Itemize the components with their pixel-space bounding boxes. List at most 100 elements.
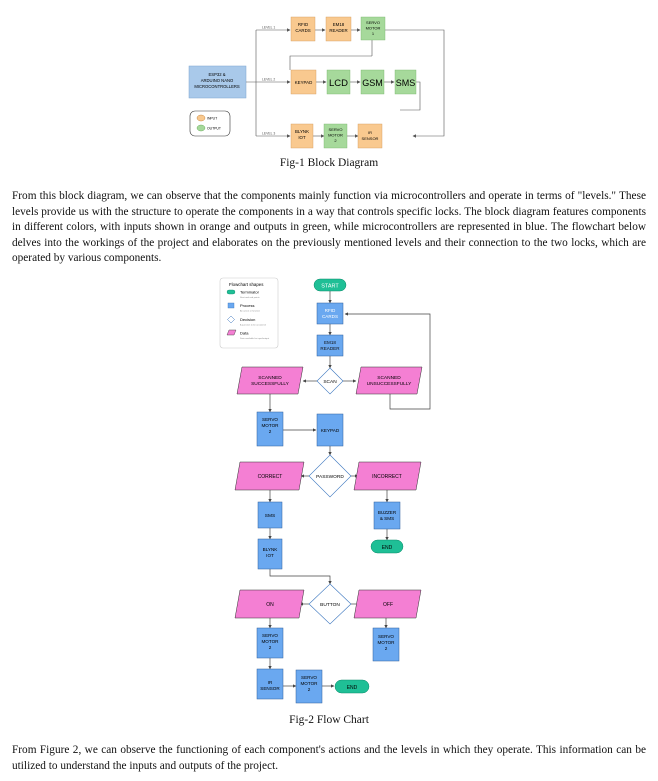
incorrect-data <box>353 461 422 491</box>
fig2-legend-title: Flowchart shapes <box>229 282 264 287</box>
legend-output-label: OUTPUT <box>207 127 221 131</box>
em18-reader-process <box>316 334 344 357</box>
rfid-cards-line-1: RFID <box>298 22 308 27</box>
lcd-label: LCD <box>329 78 348 89</box>
sms-process <box>257 501 283 529</box>
level-1-label: LEVEL 1 <box>262 26 275 30</box>
scan-decision <box>316 367 344 395</box>
legend-process-desc: An action or function <box>240 310 261 313</box>
incorrect-label: INCORRECT <box>372 474 402 480</box>
lcd-block <box>326 69 351 95</box>
scanned-successfully-data <box>236 366 304 395</box>
em18-reader-process-line-2: READER <box>320 346 340 351</box>
servo-motor-2-b-line-3: 2 <box>269 645 272 650</box>
microcontroller-line-1: ESP32 & <box>209 72 226 77</box>
sms-block <box>394 69 417 95</box>
servo-motor-2-d-line-2: MOTOR <box>300 681 318 686</box>
button-decision <box>308 583 352 625</box>
servo-motor-1-line-1: SERVO <box>366 20 380 25</box>
end-terminator-2 <box>334 679 370 694</box>
ir-sensor-block <box>357 123 383 149</box>
on-data <box>234 589 305 619</box>
servo-motor-2-c-line-2: MOTOR <box>377 640 395 645</box>
ir-sensor-process <box>256 668 284 700</box>
start-terminator <box>313 278 347 292</box>
ir-sensor-process-line-1: IR <box>268 680 273 685</box>
ir-sensor-line-2: SENSOR <box>362 136 379 141</box>
servo-motor-2-c-line-3: 2 <box>385 646 388 651</box>
em18-reader-process-line-1: EM18 <box>324 340 336 345</box>
ir-sensor-line-1: IR <box>368 130 372 135</box>
servo-motor-2-d-line-3: 2 <box>308 687 311 692</box>
buzzer-sms-line-1: BUZZER <box>378 510 397 515</box>
legend-process-swatch <box>227 302 235 309</box>
servo-motor-1-line-3: 1 <box>372 31 375 36</box>
legend-decision-name: Decision <box>240 317 255 322</box>
scanned-successfully-line-1: SCANNED <box>258 375 282 381</box>
keypad-label: KEYPAD <box>295 80 313 85</box>
level-3-label: LEVEL 3 <box>262 132 275 136</box>
servo-motor-1-line-2: MOTOR <box>366 26 381 31</box>
end-1-label: END <box>382 545 393 551</box>
block-diagram: ESP32 & ARDUINO NANO MICROCONTROLLERS IN… <box>188 16 445 149</box>
fig2-caption: Fig-2 Flow Chart <box>289 714 369 726</box>
scanned-unsuccessfully-data <box>355 366 423 395</box>
password-label: PASSWORD <box>316 474 344 480</box>
em18-reader-line-2: READER <box>329 28 347 33</box>
legend-data-swatch <box>226 329 237 336</box>
servo-motor-2-process-b <box>256 627 284 659</box>
buzzer-sms-line-2: & SMS <box>380 516 394 521</box>
keypad-process <box>316 413 344 447</box>
microcontroller-box <box>188 65 247 99</box>
legend-input-swatch <box>196 114 206 122</box>
legend-input-label: INPUT <box>207 117 217 121</box>
off-data <box>353 589 422 619</box>
on-label: ON <box>266 602 274 608</box>
buzzer-sms-process <box>373 501 401 530</box>
em18-reader-block <box>325 16 352 42</box>
end-2-label: END <box>347 685 358 691</box>
servo-motor-2-line-3: 2 <box>334 138 337 143</box>
em18-reader-line-1: EM18 <box>333 22 345 27</box>
password-decision <box>308 454 352 498</box>
level-2-label: LEVEL 2 <box>262 78 275 82</box>
flow-chart: Flowchart shapes Terminator Start and en… <box>219 277 431 704</box>
legend-decision-swatch <box>227 315 235 324</box>
servo-motor-2-block <box>323 123 348 149</box>
legend-process-name: Process <box>240 303 254 308</box>
blynk-iot-block <box>290 123 314 149</box>
legend-terminator-name: Terminator <box>240 290 260 295</box>
blynk-iot-line-2: IOT <box>298 135 306 140</box>
gsm-label: GSM <box>362 78 383 88</box>
servo-motor-2-d-line-1: SERVO <box>301 675 317 680</box>
rfid-cards-process <box>316 302 344 325</box>
paragraph-block-diagram: From this block diagram, we can observe … <box>12 190 646 264</box>
legend-output-swatch <box>196 124 206 132</box>
servo-motor-2-process-c <box>372 627 400 662</box>
sms-process-label: SMS <box>265 513 275 519</box>
fig1-legend-box <box>189 110 231 137</box>
keypad-process-label: KEYPAD <box>321 428 340 433</box>
end-terminator-1 <box>370 539 404 554</box>
servo-motor-2-c-line-1: SERVO <box>378 634 394 639</box>
scanned-unsuccessfully-line-2: UNSUCCESSFULLY <box>367 381 412 387</box>
gsm-block <box>360 69 385 95</box>
rfid-cards-line-2: CARDS <box>295 28 310 33</box>
scan-label: SCAN <box>323 379 337 385</box>
rfid-cards-block <box>290 16 316 42</box>
microcontroller-line-3: MICROCONTROLLERS <box>194 84 240 89</box>
rfid-cards-process-line-1: RFID <box>325 308 336 313</box>
servo-motor-2-line-1: SERVO <box>329 127 343 132</box>
servo-motor-2-b-line-1: SERVO <box>262 633 278 638</box>
servo-motor-2-process-d <box>295 669 323 704</box>
scanned-successfully-line-2: SUCCESSFULLY <box>251 381 290 387</box>
ir-sensor-process-line-2: SENSOR <box>260 686 280 691</box>
legend-terminator-desc: Start and end points <box>240 296 260 299</box>
legend-data-desc: Data available for input/output <box>240 337 269 340</box>
legend-data-name: Data <box>240 331 249 336</box>
fig1-caption: Fig-1 Block Diagram <box>279 157 379 169</box>
rfid-cards-process-line-2: CARDS <box>322 314 338 319</box>
button-label: BUTTON <box>320 602 340 608</box>
servo-motor-2-line-2: MOTOR <box>328 133 343 138</box>
servo-motor-2-a-line-1: SERVO <box>262 417 278 422</box>
